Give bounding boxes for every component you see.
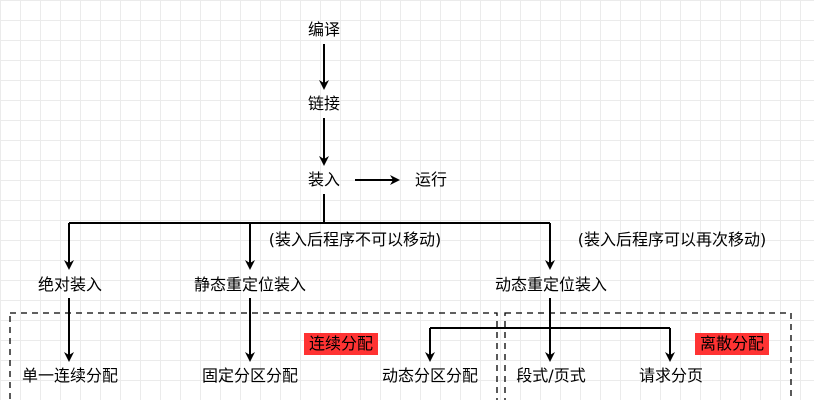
node-dynamic-partition: 动态分区分配 — [381, 366, 479, 385]
dynamic-load-note: (装入后程序可以再次移动) — [577, 230, 767, 249]
node-load: 装入 — [307, 170, 341, 189]
node-compile: 编译 — [307, 20, 341, 39]
contiguous-group-label: 连续分配 — [308, 334, 374, 353]
discrete-label-bg — [695, 333, 769, 355]
contiguous-group-box — [9, 312, 498, 400]
node-absolute-load: 绝对装入 — [37, 275, 103, 294]
node-single-contiguous: 单一连续分配 — [21, 366, 119, 385]
node-dynamic-reloc-load: 动态重定位装入 — [494, 275, 608, 294]
discrete-group-box — [504, 312, 792, 400]
node-run: 运行 — [414, 170, 448, 189]
discrete-group-label: 离散分配 — [699, 334, 765, 353]
node-segment-page: 段式/页式 — [516, 366, 586, 385]
contiguous-label-bg — [304, 333, 378, 355]
node-link: 链接 — [307, 94, 341, 113]
node-demand-paging: 请求分页 — [638, 366, 704, 385]
node-fixed-partition: 固定分区分配 — [201, 366, 299, 385]
node-static-reloc-load: 静态重定位装入 — [193, 275, 307, 294]
static-load-note: (装入后程序不可以移动) — [268, 230, 442, 249]
